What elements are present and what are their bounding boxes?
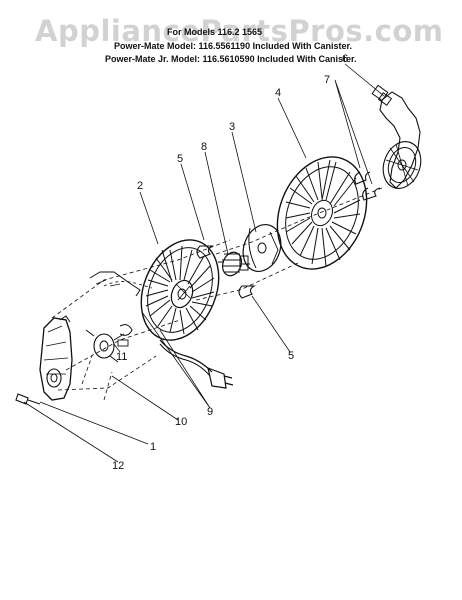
header-powermate-jr-line: Power-Mate Jr. Model: 116.5610590 Includ… bbox=[105, 54, 357, 64]
watermark-logo: AppliancePartsPros.com bbox=[35, 14, 444, 48]
leader-lines bbox=[23, 63, 385, 463]
callout-1: 1 bbox=[150, 441, 157, 453]
part-12-screw bbox=[15, 393, 41, 405]
callout-8: 8 bbox=[201, 141, 208, 153]
part-8-gear-assembly bbox=[218, 251, 250, 277]
part-2-front-reel bbox=[140, 239, 220, 341]
assembly-guide-lines bbox=[51, 187, 383, 401]
part-6-end-bracket bbox=[371, 84, 422, 189]
part-4-reel-disc bbox=[276, 156, 368, 270]
header-powermate-line: Power-Mate Model: 116.5561190 Included W… bbox=[114, 41, 352, 51]
callout-5-upper: 5 bbox=[177, 153, 184, 165]
callout-4: 4 bbox=[275, 87, 282, 99]
callout-9: 9 bbox=[207, 406, 214, 418]
callout-3: 3 bbox=[229, 121, 236, 133]
callout-6: 6 bbox=[342, 53, 349, 65]
part-7-clips bbox=[354, 171, 381, 201]
part-1-housing-cover bbox=[39, 315, 73, 401]
callout-12: 12 bbox=[112, 460, 125, 472]
part-11-switch-assembly bbox=[85, 324, 133, 363]
header-models-line: For Models 116.2 1565 bbox=[167, 27, 263, 37]
callout-2: 2 bbox=[137, 180, 144, 192]
callout-7: 7 bbox=[324, 74, 331, 86]
upper-housing-flange bbox=[89, 271, 141, 297]
callout-11: 11 bbox=[116, 351, 128, 363]
callout-10: 10 bbox=[175, 416, 188, 428]
callout-5-lower: 5 bbox=[288, 350, 295, 362]
part-3-drum bbox=[242, 224, 282, 272]
